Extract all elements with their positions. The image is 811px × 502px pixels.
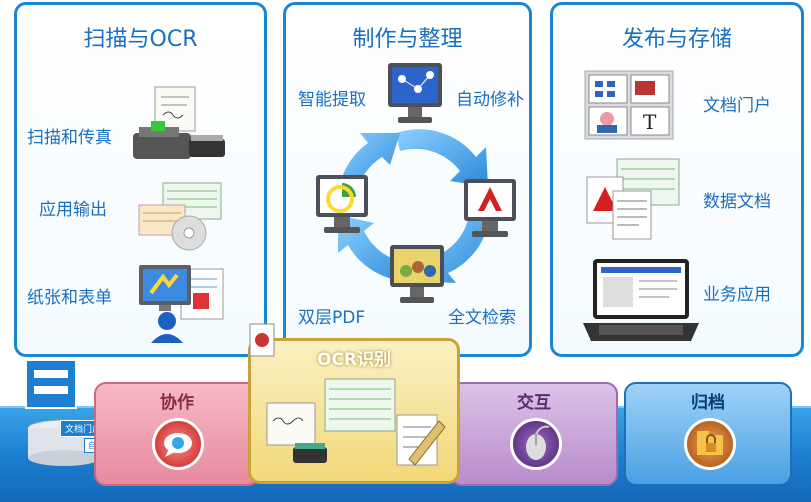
folder-lock-icon xyxy=(684,418,736,470)
publish-panel: 发布与存储 文档门户 数据文档 业务应用 T xyxy=(550,2,804,357)
mouse-icon xyxy=(510,418,562,470)
stage-interact[interactable]: 交互 xyxy=(450,382,618,486)
stage-collab[interactable]: 协作 xyxy=(94,382,260,486)
ocr-documents-icon xyxy=(266,378,446,466)
scan-item-label: 纸张和表单 xyxy=(27,288,112,308)
workflow-monitor-icon xyxy=(388,63,442,123)
scan-item-label: 扫描和传真 xyxy=(27,128,112,148)
scan-panel: 扫描与OCR 扫描和传真 应用输出 纸张和表单 xyxy=(14,2,267,357)
cycle-step-label: 双层PDF xyxy=(298,308,366,328)
search-monitor-icon xyxy=(390,245,444,303)
adobe-icon xyxy=(464,179,516,237)
stage-archive-label: 归档 xyxy=(691,393,725,413)
scan-item-label: 应用输出 xyxy=(39,200,107,220)
portal-grid-icon: T xyxy=(584,70,674,140)
stage-interact-label: 交互 xyxy=(517,393,551,413)
scanner-fax-icon xyxy=(133,86,225,159)
chat-bubble-icon xyxy=(152,418,204,470)
svg-text:T: T xyxy=(643,110,657,134)
certificate-icon xyxy=(249,323,275,357)
publish-panel-title: 发布与存储 xyxy=(621,27,732,52)
cycle-step-label: 全文检索 xyxy=(448,308,516,328)
laptop-icon xyxy=(583,259,699,341)
publish-item-label: 业务应用 xyxy=(703,285,771,305)
stage-collab-label: 协作 xyxy=(160,393,194,413)
publish-item-label: 文档门户 xyxy=(703,96,771,116)
scan-panel-title: 扫描与OCR xyxy=(83,27,198,52)
cycle-step-label: 智能提取 xyxy=(298,90,366,110)
stage-ocr[interactable]: OCR识别 xyxy=(248,338,460,484)
cycle-step-label: 自动修补 xyxy=(456,90,524,110)
forms-user-icon xyxy=(139,265,224,343)
make-panel: 制作与整理 智能提取 自动修补 全文检索 双层PDF xyxy=(283,2,532,357)
stage-ocr-label: OCR识别 xyxy=(316,350,392,370)
stage-archive[interactable]: 归档 xyxy=(624,382,792,486)
make-panel-title: 制作与整理 xyxy=(352,27,463,52)
chart-monitor-icon xyxy=(316,175,368,233)
pdf-docs-icon xyxy=(586,158,680,240)
publish-item-label: 数据文档 xyxy=(703,192,771,212)
output-disc-icon xyxy=(138,182,222,251)
